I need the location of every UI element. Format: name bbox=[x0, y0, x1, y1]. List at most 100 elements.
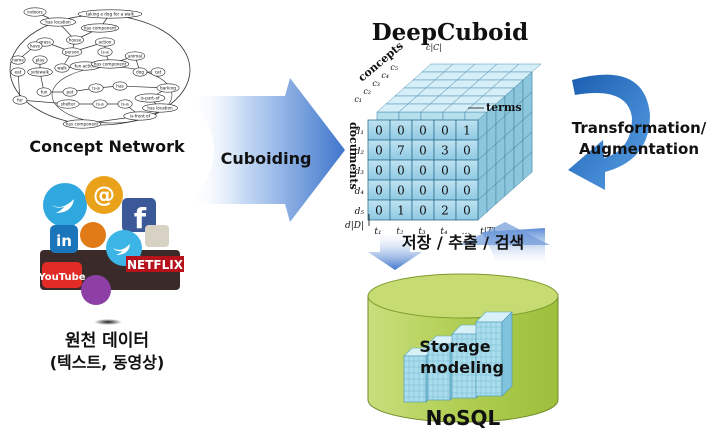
cube-cell-value: 0 bbox=[419, 124, 427, 138]
cube-cell-value: 7 bbox=[397, 144, 405, 158]
concept-node bbox=[54, 63, 70, 73]
linkedin-icon bbox=[50, 225, 78, 253]
concept-label: c₅ bbox=[390, 63, 398, 72]
tv-icon bbox=[145, 225, 169, 247]
concept-node-label: home bbox=[12, 58, 24, 63]
concept-node-label: shelter bbox=[61, 102, 76, 107]
diagram-title: DeepCuboid bbox=[372, 19, 529, 46]
cluster-shadow bbox=[94, 319, 122, 325]
row-label: d₄ bbox=[355, 187, 365, 197]
cube-cell-value: 1 bbox=[463, 124, 471, 138]
col-label: … bbox=[462, 227, 471, 237]
storage-block-side bbox=[501, 311, 513, 397]
concept-node bbox=[27, 67, 53, 77]
cube-cell-value: 0 bbox=[463, 144, 471, 158]
concept-node-label: fur bbox=[17, 98, 23, 103]
concept-node-label: fun bbox=[41, 90, 48, 95]
row-label: d|D| bbox=[345, 221, 364, 231]
col-label: t₁ bbox=[374, 227, 381, 237]
cube-cell-value: 0 bbox=[375, 184, 383, 198]
concept-node-label: has component bbox=[66, 122, 99, 127]
cube-cell-value: 0 bbox=[419, 184, 427, 198]
col-label: t₄ bbox=[440, 227, 448, 237]
concept-node bbox=[124, 51, 146, 61]
concept-node-label: animal bbox=[128, 54, 142, 59]
storage-block-front bbox=[475, 321, 503, 397]
source-data-label-line2: (텍스트, 동영상) bbox=[50, 353, 165, 372]
concept-label: c₂ bbox=[363, 87, 371, 96]
concept-node-label: is-part-of bbox=[140, 96, 160, 101]
at-sign-text: @ bbox=[93, 183, 115, 208]
concept-node bbox=[134, 93, 166, 103]
source-icons-cluster: @ f in NETFLIX YouTube 원천 데이터 (텍스트, 동영상) bbox=[37, 176, 184, 372]
concept-node-label: has component bbox=[94, 62, 127, 67]
concept-node bbox=[94, 37, 116, 47]
cylinder-top bbox=[367, 273, 559, 319]
transformation-label-line1: Transformation/ bbox=[572, 119, 707, 137]
storage-label-line2: modeling bbox=[420, 358, 504, 377]
transformation-label-line2: Augmentation bbox=[579, 140, 699, 158]
cube-cell-value: 0 bbox=[397, 184, 405, 198]
concept-node bbox=[117, 99, 133, 109]
cuboiding-label: Cuboiding bbox=[221, 149, 312, 168]
cube-cell-value: 0 bbox=[419, 164, 427, 178]
nosql-label: NoSQL bbox=[426, 406, 501, 430]
concept-node bbox=[62, 87, 78, 97]
concept-node-label: is-front of bbox=[130, 114, 151, 119]
cube-cell-value: 0 bbox=[375, 124, 383, 138]
cube-cell-value: 0 bbox=[397, 124, 405, 138]
axis-terms-label: terms bbox=[486, 101, 522, 114]
twitter-icon bbox=[43, 183, 87, 227]
source-data-label-line1: 원천 데이터 bbox=[65, 331, 149, 351]
cube-cell-value: 2 bbox=[441, 204, 449, 218]
storage-label-line1: Storage bbox=[419, 337, 490, 356]
concept-label: c₁ bbox=[354, 95, 362, 104]
concept-node bbox=[123, 111, 157, 121]
cube-cell-value: 0 bbox=[419, 144, 427, 158]
concept-node-label: fun action bbox=[74, 64, 95, 69]
store-extract-search-label: 저장 / 추출 / 검색 bbox=[402, 233, 524, 252]
cube-cell-value: 1 bbox=[397, 204, 405, 218]
concept-node-label: taking a dog for a walk bbox=[86, 12, 135, 17]
youtube-icon bbox=[42, 262, 82, 288]
cube-cell-value: 0 bbox=[463, 204, 471, 218]
concept-node bbox=[80, 23, 120, 33]
concept-node bbox=[10, 55, 26, 65]
concept-node bbox=[92, 99, 108, 109]
cube-cell-value: 3 bbox=[441, 144, 449, 158]
cube-cell-value: 0 bbox=[397, 164, 405, 178]
concept-node bbox=[56, 99, 80, 109]
facebook-text: f bbox=[134, 202, 147, 235]
cube-cell-value: 0 bbox=[441, 124, 449, 138]
row-label: d₃ bbox=[355, 167, 365, 177]
concept-network-label: Concept Network bbox=[29, 137, 185, 156]
concept-node bbox=[150, 67, 166, 77]
concept-node-label: is-a bbox=[101, 50, 109, 55]
concept-node bbox=[142, 103, 178, 113]
row-label: d₁ bbox=[355, 127, 364, 137]
concept-node-label: sidewalk bbox=[31, 70, 50, 75]
concept-node bbox=[27, 41, 43, 51]
concept-node-label: is-a bbox=[92, 86, 100, 91]
concept-node-label: is-a bbox=[121, 102, 129, 107]
podcast-icon bbox=[81, 275, 111, 305]
concept-node bbox=[62, 119, 102, 129]
at-sign-icon bbox=[85, 176, 123, 214]
concept-node-label: person bbox=[65, 50, 80, 55]
concept-node-label: has location bbox=[45, 20, 71, 25]
concept-node bbox=[36, 87, 52, 97]
cube-cell-value: 0 bbox=[375, 204, 383, 218]
down-arrow bbox=[368, 232, 422, 270]
axis-documents-label: documents bbox=[347, 122, 360, 190]
cuboiding-arrow: Cuboiding bbox=[188, 78, 345, 222]
concept-node-label: dog bbox=[136, 70, 144, 75]
cube-cell-value: 0 bbox=[375, 144, 383, 158]
concept-node bbox=[97, 47, 113, 57]
cube-cell-value: 0 bbox=[375, 164, 383, 178]
concept-node-label: cat bbox=[155, 70, 162, 75]
